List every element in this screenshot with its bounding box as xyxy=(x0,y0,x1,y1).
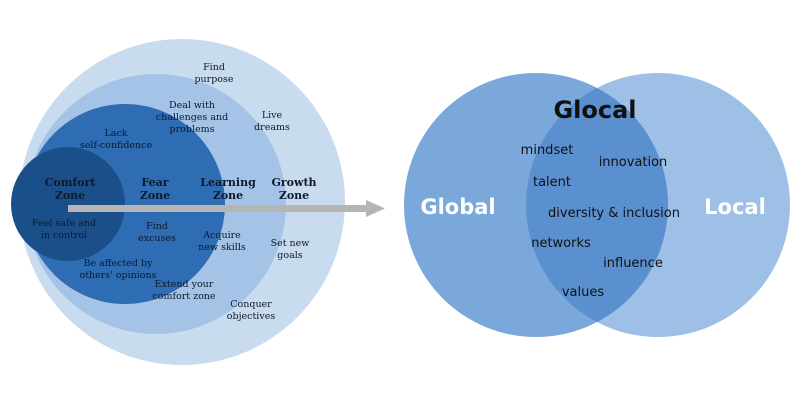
comfort-zone-model: Comfort Zone Feel safe and in control Fe… xyxy=(11,39,345,365)
comfort-zone-desc-2: in control xyxy=(41,230,87,241)
growth-zone-title-2: Zone xyxy=(279,189,309,202)
growth-purpose-2: purpose xyxy=(194,74,233,85)
learning-zone-title-1: Learning xyxy=(200,176,256,189)
learning-extend-1: Extend your xyxy=(155,279,214,290)
growth-purpose-1: Find xyxy=(203,62,225,73)
fear-zone-title-2: Zone xyxy=(140,189,170,202)
comfort-zone-desc-1: Feel safe and xyxy=(32,218,96,229)
fear-opinions-1: Be affected by xyxy=(84,258,154,269)
global-label: Global xyxy=(420,195,495,219)
comfort-zone-title-2: Zone xyxy=(55,189,85,202)
fear-lack-2: self-confidence xyxy=(80,140,153,151)
glocal-label: Glocal xyxy=(553,96,636,124)
transition-arrow xyxy=(68,200,385,217)
arrow-head xyxy=(366,200,385,217)
growth-conquer-1: Conquer xyxy=(230,299,272,310)
growth-goals-2: goals xyxy=(277,250,303,261)
growth-dreams-1: Live xyxy=(262,110,283,121)
fear-excuses-2: excuses xyxy=(138,233,176,244)
venn-item-mindset: mindset xyxy=(521,143,574,158)
learning-skills-2: new skills xyxy=(198,242,246,253)
venn-item-values: values xyxy=(562,285,605,300)
venn-item-innovation: innovation xyxy=(599,155,668,170)
glocal-venn: Global Local Glocal mindset innovation t… xyxy=(404,73,790,337)
learning-extend-2: comfort zone xyxy=(152,291,216,302)
growth-zone-title-1: Growth xyxy=(271,176,316,189)
fear-zone-title-1: Fear xyxy=(141,176,168,189)
learning-skills-1: Acquire xyxy=(202,230,241,241)
learning-challenges-3: problems xyxy=(170,124,215,135)
venn-item-influence: influence xyxy=(603,256,663,271)
comfort-zone-circle xyxy=(11,147,125,261)
venn-item-talent: talent xyxy=(533,175,571,190)
growth-goals-1: Set new xyxy=(271,238,310,249)
learning-challenges-2: challenges and xyxy=(156,112,228,123)
venn-item-networks: networks xyxy=(531,236,591,251)
comfort-zone-title-1: Comfort xyxy=(45,176,97,189)
arrow-shaft xyxy=(68,205,370,212)
venn-item-diversity: diversity & inclusion xyxy=(548,206,680,221)
learning-zone-title-2: Zone xyxy=(213,189,243,202)
local-label: Local xyxy=(704,195,766,219)
fear-opinions-2: others' opinions xyxy=(79,270,156,281)
fear-excuses-1: Find xyxy=(146,221,168,232)
overlap-region xyxy=(526,73,668,337)
growth-dreams-2: dreams xyxy=(254,122,290,133)
growth-conquer-2: objectives xyxy=(227,311,276,322)
fear-lack-1: Lack xyxy=(104,128,127,139)
learning-challenges-1: Deal with xyxy=(169,100,215,111)
